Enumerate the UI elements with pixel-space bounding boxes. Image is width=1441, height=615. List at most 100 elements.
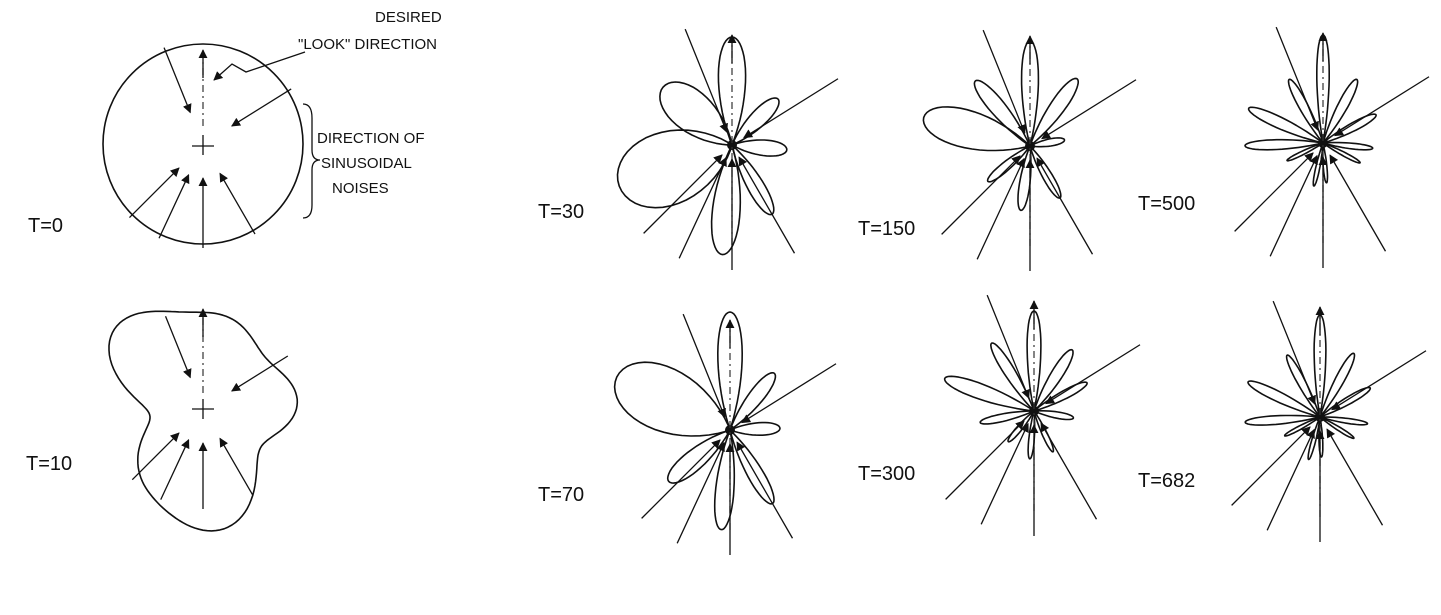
noise-arrow	[743, 78, 839, 139]
noise-arrow	[158, 173, 190, 239]
beam-lobe	[973, 79, 1031, 147]
noise-arrow	[982, 29, 1026, 134]
noise-arrow	[986, 294, 1030, 399]
noise-arrow	[219, 437, 254, 496]
noise-arrow	[1266, 428, 1315, 531]
noise-arrow	[980, 422, 1029, 525]
label-t10: T=10	[26, 453, 72, 475]
noise-arrow	[129, 167, 180, 218]
noise-arrow	[682, 313, 726, 418]
noise-arrow	[1334, 76, 1430, 137]
beam-lobe	[1319, 386, 1372, 418]
beam-patterns	[102, 26, 1430, 555]
beam-lobe	[731, 97, 780, 146]
pattern-t10	[108, 308, 299, 532]
noise-arrow	[643, 154, 723, 234]
look-annotation-line-1: DESIRED	[375, 9, 442, 26]
label-t682: T=682	[1138, 470, 1195, 492]
array-center-mark	[1318, 138, 1328, 148]
beam-lobe	[731, 139, 788, 157]
label-t500: T=500	[1138, 193, 1195, 215]
beam-lobe	[943, 375, 1035, 412]
beam-lobe	[1247, 380, 1321, 418]
beam-lobe	[1029, 137, 1066, 148]
label-t30: T=30	[538, 201, 584, 223]
noise-arrow	[738, 156, 796, 254]
noise-arrow	[1329, 154, 1387, 252]
noise-arrow	[131, 432, 180, 481]
noise-arrow	[1041, 79, 1137, 140]
beam-lobe	[979, 410, 1035, 425]
beam-lobe	[659, 81, 733, 146]
beam-lobe	[1319, 416, 1369, 426]
beam-lobe	[1033, 410, 1075, 421]
beam-lobe	[1033, 348, 1074, 412]
noise-arrow	[1045, 344, 1141, 405]
beam-lobe	[729, 372, 777, 431]
noise-arrow	[976, 157, 1025, 260]
label-t0: T=0	[28, 215, 63, 237]
noise-arrow	[1275, 26, 1319, 131]
noise-arrow	[219, 172, 256, 235]
look-annotation-line-2: "LOOK" DIRECTION	[298, 36, 437, 53]
beam-lobe	[713, 429, 736, 531]
noise-arrow	[1272, 300, 1316, 405]
noise-annotation-line-1: DIRECTION OF	[317, 130, 425, 147]
pattern-t682	[1231, 300, 1427, 542]
noise-annotation-line-3: NOISES	[332, 180, 389, 197]
beam-lobe	[613, 361, 731, 437]
noise-annotation-line-2: SINUSOIDAL	[321, 155, 412, 172]
noise-arrow	[941, 155, 1021, 235]
beam-lobe	[1247, 106, 1324, 144]
beam-lobe	[1244, 414, 1321, 426]
label-t150: T=150	[858, 218, 915, 240]
noise-arrow	[231, 88, 292, 127]
array-center-mark	[727, 140, 737, 150]
noise-arrow	[741, 363, 837, 424]
noise-arrow	[1331, 350, 1427, 411]
beam-lobe	[1033, 381, 1088, 412]
array-center-mark	[1315, 412, 1325, 422]
noise-direction-annotation: DIRECTION OF SINUSOIDAL NOISES	[302, 103, 425, 219]
beam-lobe	[1312, 142, 1324, 187]
noise-arrow	[678, 156, 727, 259]
beam-lobe	[616, 129, 733, 209]
beam-lobe	[1287, 78, 1324, 144]
beam-lobe	[1319, 352, 1356, 418]
array-center-mark	[725, 425, 735, 435]
beam-lobe	[729, 421, 781, 436]
beam-lobe	[1322, 141, 1374, 151]
array-center-mark	[1025, 141, 1035, 151]
noise-arrow	[1040, 422, 1098, 520]
beam-pattern-t10	[108, 310, 299, 532]
noise-arrow	[163, 47, 192, 114]
pattern-t300	[943, 294, 1141, 536]
pattern-t30	[616, 28, 839, 270]
array-center-mark	[1029, 406, 1039, 416]
beam-lobe	[1244, 138, 1324, 151]
noise-arrow	[676, 441, 725, 544]
noise-arrow	[641, 439, 721, 519]
beam-lobe	[1322, 142, 1361, 164]
beam-lobe	[1322, 78, 1359, 144]
noise-arrow	[945, 420, 1025, 500]
pattern-t150	[922, 29, 1137, 271]
label-t70: T=70	[538, 484, 584, 506]
beam-lobe	[717, 311, 743, 431]
noise-arrow	[1231, 426, 1311, 506]
beam-lobe	[666, 429, 731, 484]
pattern-t70	[613, 311, 837, 555]
beam-lobe	[1029, 77, 1079, 147]
noise-arrow	[164, 316, 192, 379]
look-annotation-pointer	[213, 51, 306, 81]
beam-lobe	[1017, 145, 1032, 212]
pattern-t0	[102, 43, 304, 248]
noise-arrow	[1326, 428, 1384, 526]
noise-arrow	[1234, 152, 1314, 232]
beam-lobe	[990, 342, 1035, 412]
pattern-t500	[1234, 26, 1430, 268]
noise-arrow	[1036, 157, 1094, 255]
noise-arrow	[160, 438, 190, 500]
noise-annotation-brace	[302, 103, 321, 219]
noise-arrow	[684, 28, 728, 133]
